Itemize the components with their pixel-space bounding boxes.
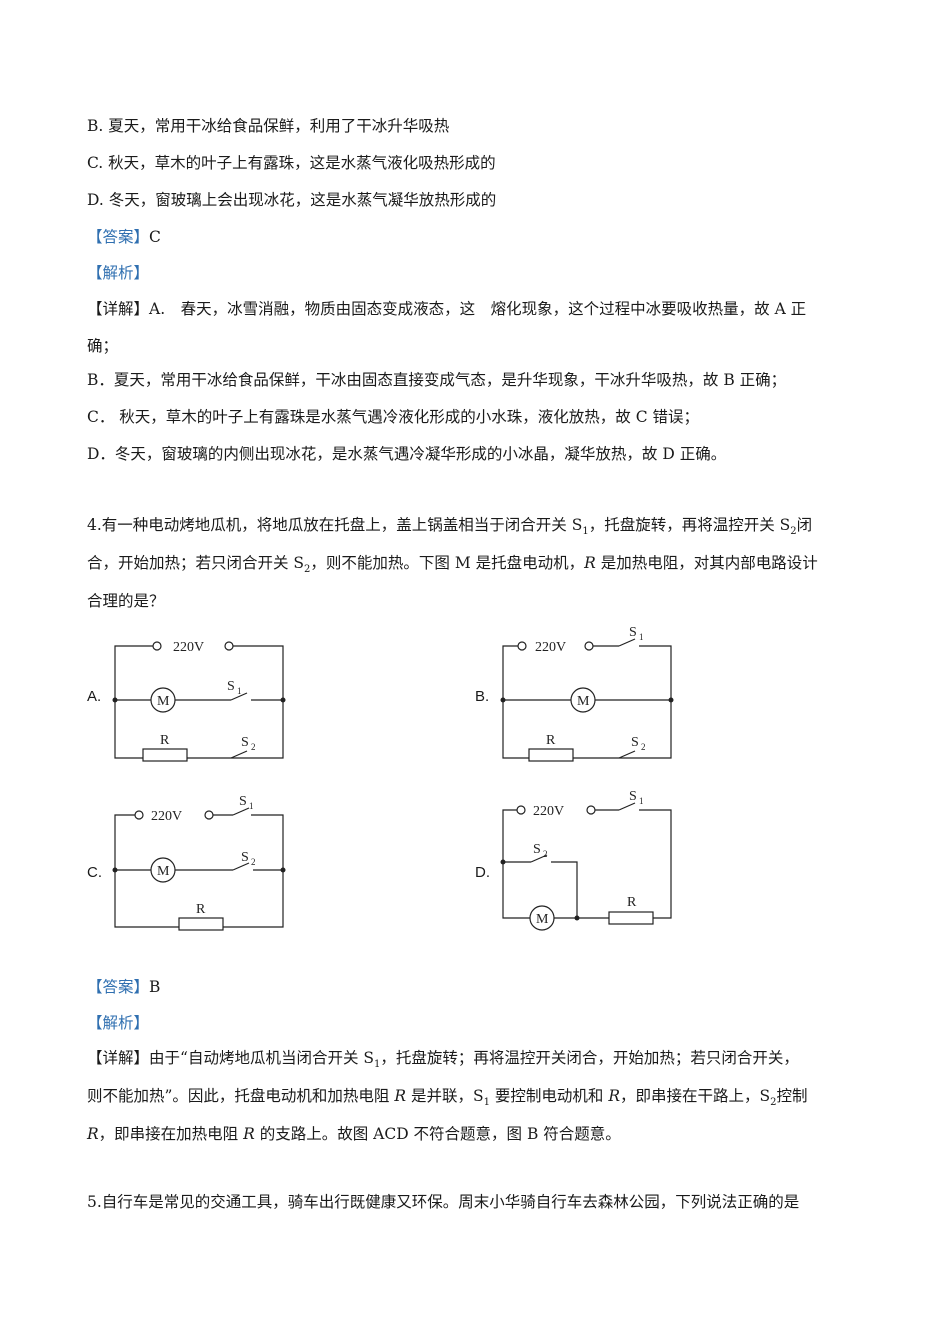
q3-detail-line2: 确； <box>87 337 119 355</box>
svg-text:2: 2 <box>543 849 548 859</box>
svg-text:2: 2 <box>251 742 256 752</box>
q3-option-d: D. 冬天，窗玻璃上会出现冰花，这是水蒸气凝华放热形成的 <box>87 191 497 209</box>
svg-text:1: 1 <box>237 686 242 696</box>
svg-text:S: S <box>629 789 637 804</box>
q4-analysis-tag: 【解析】 <box>87 1014 150 1032</box>
q3-option-b: B. 夏天，常用干冰给食品保鲜，利用了干冰升华吸热 <box>87 117 450 135</box>
option-d-label: D. <box>475 864 490 881</box>
answer-value: B <box>149 978 161 996</box>
q3-detail-line1: 【详解】A. 春天，冰雪消融，物质由固态变成液态，这 熔化现象，这个过程中冰要吸… <box>87 300 807 318</box>
svg-text:2: 2 <box>251 857 256 867</box>
q4-stem-line1: 4.有一种电动烤地瓜机，将地瓜放在托盘上，盖上锅盖相当于闭合开关 S1，托盘旋转… <box>87 516 813 538</box>
svg-text:1: 1 <box>249 801 254 811</box>
svg-text:220V: 220V <box>535 640 566 655</box>
svg-text:S: S <box>241 735 249 750</box>
detail-tag: 【详解】 <box>87 1049 150 1067</box>
svg-text:220V: 220V <box>173 640 204 655</box>
svg-text:2: 2 <box>641 742 646 752</box>
q3-detail-line4: C． 秋天，草木的叶子上有露珠是水蒸气遇冷液化形成的小水珠，液化放热，故 C 错… <box>87 408 700 426</box>
svg-text:R: R <box>546 733 556 748</box>
svg-text:220V: 220V <box>151 809 182 824</box>
svg-text:R: R <box>196 902 206 917</box>
svg-text:M: M <box>577 694 590 709</box>
q3-answer: 【答案】C <box>87 226 161 248</box>
svg-text:R: R <box>627 895 637 910</box>
answer-tag: 【答案】 <box>87 978 150 996</box>
q4-answer: 【答案】B <box>87 976 160 998</box>
svg-text:S: S <box>629 625 637 640</box>
option-a-label: A. <box>87 688 102 705</box>
q5-stem-line1: 5.自行车是常见的交通工具，骑车出行既健康又环保。周末小华骑自行车去森林公园，下… <box>87 1193 800 1211</box>
svg-text:S: S <box>239 794 247 809</box>
q4-stem-line2: 合，开始加热；若只闭合开关 S2，则不能加热。下图 M 是托盘电动机，R 是加热… <box>87 554 818 576</box>
q4-detail-line2: 则不能加热”。因此，托盘电动机和加热电阻 R 是并联，S1 要控制电动机和 R，… <box>87 1087 808 1109</box>
svg-text:M: M <box>536 912 549 927</box>
q3-analysis-tag: 【解析】 <box>87 264 150 282</box>
answer-tag: 【答案】 <box>87 228 150 246</box>
svg-text:S: S <box>241 850 249 865</box>
q4-detail-line3: R，即串接在加热电阻 R 的支路上。故图 ACD 不符合题意，图 B 符合题意。 <box>87 1125 621 1143</box>
answer-value: C <box>149 228 161 246</box>
q3-detail-line3: B．夏天，常用干冰给食品保鲜，干冰由固态直接变成气态，是升华现象，干冰升华吸热，… <box>87 371 787 389</box>
q3-option-c: C. 秋天，草木的叶子上有露珠，这是水蒸气液化吸热形成的 <box>87 154 496 172</box>
svg-text:M: M <box>157 694 170 709</box>
svg-text:S: S <box>631 735 639 750</box>
svg-text:R: R <box>160 733 170 748</box>
svg-text:S: S <box>533 842 541 857</box>
option-b-label: B. <box>475 688 490 705</box>
svg-text:1: 1 <box>639 796 644 806</box>
svg-text:S: S <box>227 679 235 694</box>
detail-tag: 【详解】 <box>87 300 150 318</box>
q4-detail-line1: 【详解】由于“自动烤地瓜机当闭合开关 S1，托盘旋转；再将温控开关闭合，开始加热… <box>87 1049 799 1071</box>
option-c-label: C. <box>87 864 102 881</box>
q4-stem-line3: 合理的是？ <box>87 592 165 610</box>
q3-detail-line5: D．冬天，窗玻璃的内侧出现冰花，是水蒸气遇冷凝华形成的小冰晶，凝华放热，故 D … <box>87 445 727 463</box>
svg-text:1: 1 <box>639 632 644 642</box>
svg-text:220V: 220V <box>533 804 564 819</box>
svg-text:M: M <box>157 864 170 879</box>
